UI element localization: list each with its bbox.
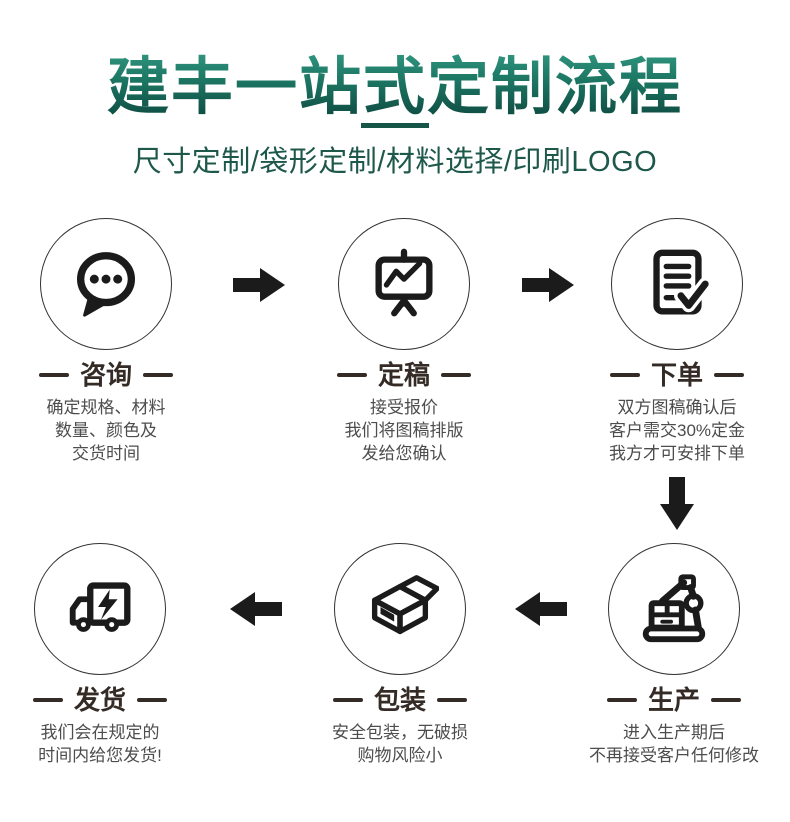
- robot-arm-icon: [635, 570, 713, 648]
- step-shipping-description: 我们会在规定的 时间内给您发货!: [38, 723, 162, 765]
- presentation-chart-icon: [365, 245, 443, 323]
- page-subtitle: 尺寸定制/袋形定制/材料选择/印刷LOGO: [132, 146, 658, 178]
- step-production-description: 进入生产期后 不再接受客户任何修改: [589, 723, 759, 765]
- label-dash: [32, 698, 63, 702]
- step-shipping-circle: [34, 543, 166, 675]
- label-dash: [606, 698, 637, 702]
- step-production-circle: [608, 543, 740, 675]
- label-dash: [137, 698, 167, 702]
- step-packaging-description: 安全包装，无破损 购物风险小: [332, 723, 468, 765]
- label-dash: [441, 373, 471, 377]
- step-order-circle: [611, 218, 743, 350]
- step-consult: 咨询 确定规格、材料 数量、颜色及 交货时间: [0, 218, 231, 465]
- step-finalize-circle: [338, 218, 470, 350]
- arrow-down-order-to-production-icon: [660, 477, 694, 535]
- step-label-text: 发货: [73, 685, 126, 715]
- step-order: 下单 双方图稿确认后 客户需交30%定金 我方才可安排下单: [552, 218, 790, 465]
- arrow-left-packaging-to-shipping-icon: [230, 591, 282, 632]
- label-dash: [38, 373, 69, 377]
- step-consult-label: 咨询: [0, 361, 231, 389]
- step-order-label: 下单: [552, 361, 790, 389]
- step-consult-description: 确定规格、材料 数量、颜色及 交货时间: [46, 398, 166, 463]
- label-dash: [332, 698, 363, 702]
- label-dash: [711, 698, 741, 702]
- chat-bubble-icon: [67, 245, 145, 323]
- step-consult-circle: [40, 218, 172, 350]
- step-packaging-circle: [334, 543, 466, 675]
- step-label-text: 包装: [373, 685, 426, 715]
- label-dash: [143, 373, 173, 377]
- delivery-truck-icon: [61, 570, 139, 648]
- step-packaging-label: 包装: [275, 686, 525, 714]
- step-finalize-label: 定稿: [279, 361, 529, 389]
- step-shipping: 发货 我们会在规定的 时间内给您发货!: [0, 543, 225, 767]
- step-label-text: 咨询: [79, 360, 132, 390]
- step-packaging: 包装 安全包装，无破损 购物风险小: [275, 543, 525, 767]
- step-production-label: 生产: [549, 686, 790, 714]
- arrow-right-consult-to-finalize-icon: [233, 267, 285, 308]
- step-shipping-label: 发货: [0, 686, 225, 714]
- step-finalize: 定稿 接受报价 我们将图稿排版 发给您确认: [279, 218, 529, 465]
- page-title: 建丰一站式定制流程: [0, 36, 790, 126]
- label-dash: [437, 698, 467, 702]
- step-label-text: 定稿: [377, 360, 430, 390]
- arrow-right-finalize-to-order-icon: [522, 267, 574, 308]
- arrow-left-production-to-packaging-icon: [515, 591, 567, 632]
- step-finalize-description: 接受报价 我们将图稿排版 发给您确认: [344, 398, 464, 463]
- step-order-description: 双方图稿确认后 客户需交30%定金 我方才可安排下单: [608, 398, 746, 463]
- step-label-text: 下单: [650, 360, 703, 390]
- label-dash: [609, 373, 640, 377]
- step-label-text: 生产: [647, 685, 700, 715]
- label-dash: [336, 373, 367, 377]
- title-divider: [361, 123, 429, 128]
- package-box-icon: [361, 570, 439, 648]
- step-production: 生产 进入生产期后 不再接受客户任何修改: [549, 543, 790, 767]
- document-check-icon: [638, 245, 716, 323]
- label-dash: [714, 373, 744, 377]
